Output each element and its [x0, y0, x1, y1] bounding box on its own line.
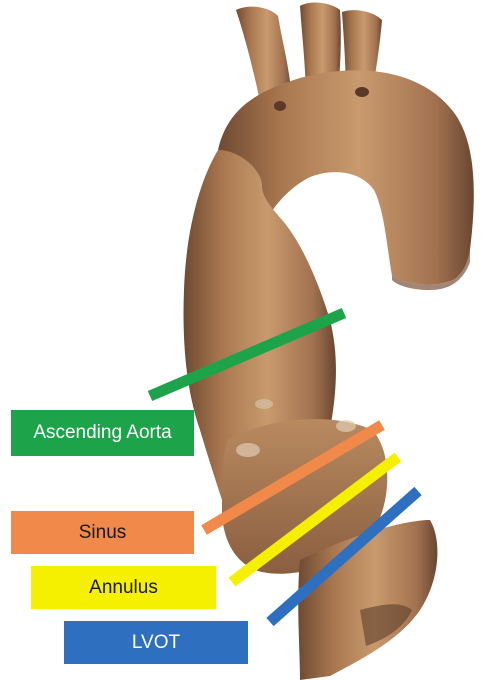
ascending-aorta-label: Ascending Aorta — [11, 410, 194, 456]
annulus-label: Annulus — [31, 566, 216, 609]
lvot-label: LVOT — [64, 621, 248, 664]
sinus-label: Sinus — [11, 511, 194, 554]
